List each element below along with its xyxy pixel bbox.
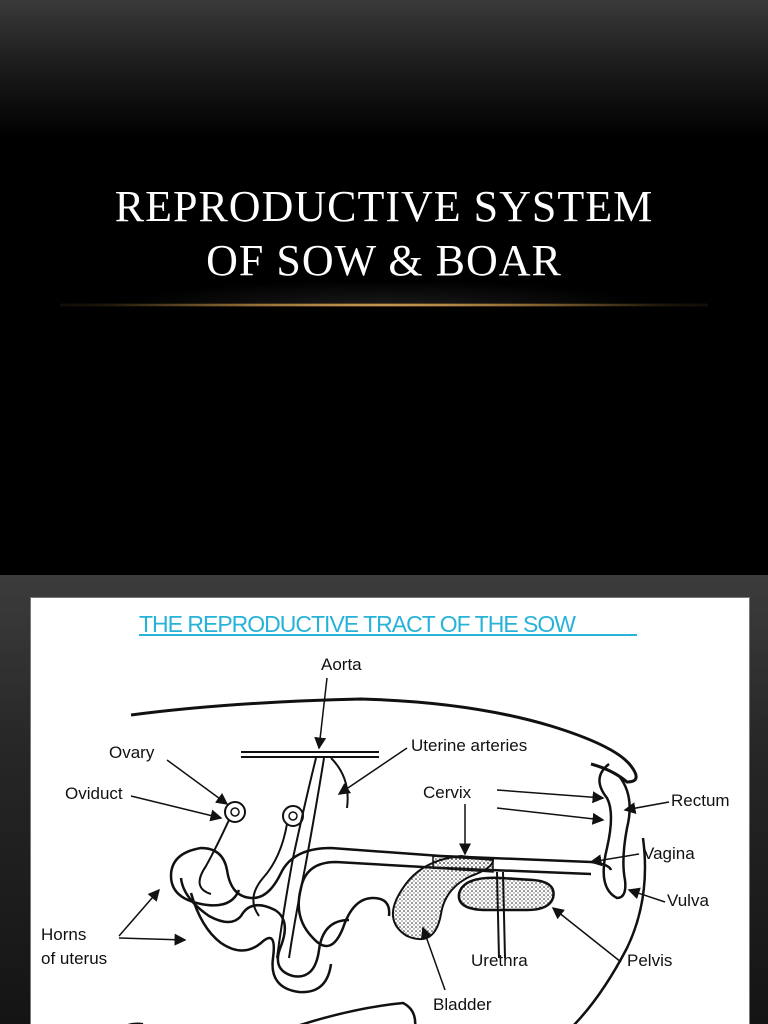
ovary-left [224, 801, 246, 823]
diagram-slide: THE REPRODUCTIVE TRACT OF THE SOW [0, 575, 768, 1024]
rectum-vulva-outline [598, 763, 631, 900]
pelvis-bone [457, 876, 555, 912]
label-ovary: Ovary [109, 743, 155, 762]
body-outline [130, 697, 638, 784]
sow-reproductive-tract-diagram: THE REPRODUCTIVE TRACT OF THE SOW [41, 611, 730, 1024]
slide-title-line-2: OF SOW & BOAR [206, 236, 562, 285]
uterine-horn-lower [179, 877, 350, 978]
label-rectum: Rectum [671, 791, 730, 810]
label-cervix: Cervix [423, 783, 472, 802]
label-vulva: Vulva [667, 891, 709, 910]
title-slide: REPRODUCTIVE SYSTEM OF SOW & BOAR [0, 0, 768, 575]
label-uterine-arteries: Uterine arteries [411, 736, 527, 755]
title-underline-glow [60, 303, 708, 307]
diagram-heading: THE REPRODUCTIVE TRACT OF THE SOW [139, 611, 576, 637]
label-horns-line-2: of uterus [41, 949, 107, 968]
slide-title-line-1: REPRODUCTIVE SYSTEM [114, 182, 654, 231]
label-bladder: Bladder [433, 995, 492, 1014]
label-horns-line-1: Horns [41, 925, 86, 944]
label-pelvis: Pelvis [627, 951, 672, 970]
title-underline-halo [120, 280, 648, 306]
diagram-image: THE REPRODUCTIVE TRACT OF THE SOW [30, 597, 750, 1024]
label-aorta: Aorta [321, 655, 362, 674]
label-urethra: Urethra [471, 951, 528, 970]
label-oviduct: Oviduct [65, 784, 123, 803]
label-vagina: Vagina [643, 844, 695, 863]
slide-title: REPRODUCTIVE SYSTEM OF SOW & BOAR [0, 180, 768, 288]
ovary-right [282, 805, 304, 827]
